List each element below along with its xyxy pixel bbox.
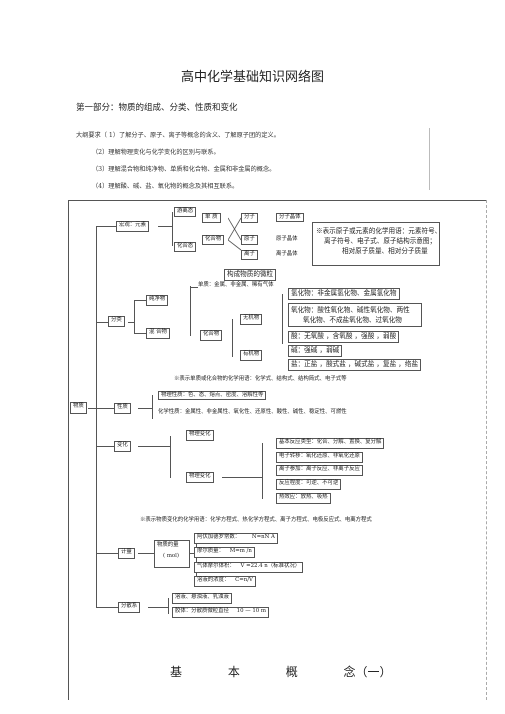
node-concentration: 溶液的浓度： C=n/V xyxy=(194,576,256,587)
gas-volume-formula: V =22.4 n（标准状况） xyxy=(240,563,301,569)
node-class-compound: 化合物 xyxy=(200,330,223,341)
molar-mass-formula: M=m /n xyxy=(229,548,252,554)
node-acid: 酸：无氧酸 ，含氧酸 ，强酸 ，弱酸 xyxy=(288,331,400,343)
footer-char-3: 概 xyxy=(285,665,298,679)
requirement-2: （2）理解物理变化与化学变化的区别与联系。 xyxy=(92,149,220,156)
node-pure-substance: 纯净物 xyxy=(146,295,169,306)
node-molecule: 分子 xyxy=(241,213,258,223)
node-change: 变化 xyxy=(114,441,131,452)
footer-char-2: 本 xyxy=(227,665,240,679)
note-line-3: 相对原子质量、相对分子质量 xyxy=(342,247,428,255)
concentration-label: 溶液的浓度： xyxy=(197,577,230,583)
node-combined-state: 化合态 xyxy=(174,242,197,252)
note-element-terms: ※表示原子或元素的化学用语：元素符号、 离子符号、电子式、原子结构示意图； 相对… xyxy=(312,222,442,266)
frame-right-dash xyxy=(486,200,488,700)
node-electron-transfer: 电子转移：氧化还原、非氧化还原 xyxy=(276,452,363,463)
node-amount-of-substance: 物质的量 ( mol) xyxy=(154,540,190,568)
amount-label: 物质的量 xyxy=(157,542,179,548)
node-atom: 原子 xyxy=(241,235,258,245)
oxide-line-1: 氧化物：酸性氧化物、碱性氧化物、两性 xyxy=(291,306,410,314)
node-oxide: 氧化物：酸性氧化物、碱性氧化物、两性 氧化物、不成盐氧化物、过氧化物 xyxy=(288,303,422,327)
node-physical-property: 物理性质：色、态、熔点、密度、溶解性等 xyxy=(158,391,267,401)
node-ionic-reaction: 离子参加：离子反应、非离子反应 xyxy=(276,465,363,476)
node-chemical-property: 化学性质：金属性、非金属性、氧化性、还原性、酸性、碱性、稳定性、可燃性 xyxy=(158,409,347,415)
node-dispersion: 分散系 xyxy=(118,602,141,613)
footer-char-4: 念（一） xyxy=(343,665,392,679)
note-line-1: ※表示原子或元素的化学用语：元素符号、 xyxy=(316,227,442,235)
node-property: 性质 xyxy=(114,403,131,414)
node-salt: 盐：正盐 ，酸式盐 ，碱式盐 ，复盐 ，络盐 xyxy=(288,359,422,371)
requirement-1: 大纲要求（ 1）了解分子、原子、离子等概念的含义、了解原子团的定义。 xyxy=(76,132,280,139)
node-macro-element: 宏观：元素 xyxy=(116,221,149,232)
footer-char-1: 基 xyxy=(170,665,183,679)
node-base: 碱：强碱 ，弱碱 xyxy=(288,345,343,357)
amount-unit: ( mol) xyxy=(163,553,180,560)
node-micro-particles: 构成物质的微粒 xyxy=(224,269,277,281)
node-colloid: 胶体：分散质微粒直径 10 — 10 m xyxy=(172,607,270,618)
node-hydride: 氢化物：非金属氢化物、金属氢化物 xyxy=(288,288,400,300)
node-free-state: 游离态 xyxy=(174,207,197,217)
node-reaction-types: 基本反应类型：化合、分解、置换、复分解 xyxy=(276,438,385,449)
avogadro-formula: N=nN A xyxy=(251,534,275,540)
node-molar-mass: 摩尔质量： M=m /n xyxy=(194,547,255,558)
side-rule xyxy=(429,128,430,190)
node-classification: 分类 xyxy=(108,316,125,327)
node-measurement: 计量 xyxy=(118,548,135,559)
gas-volume-label: 气体摩尔体积： xyxy=(197,563,235,569)
requirement-4: （4）理解酸、碱、盐、氧化物的概念及其相互联系。 xyxy=(92,183,239,190)
colloid-label: 胶体：分散质微粒直径 xyxy=(175,608,229,614)
node-reaction-degree: 反应程度：可逆、不可逆 xyxy=(276,479,342,490)
footer-heading: 基 本 概 念（一） xyxy=(170,663,434,680)
node-chemical-change: 物理变化 xyxy=(186,472,214,483)
node-compound: 化合物 xyxy=(202,235,225,245)
node-root: 物质 xyxy=(70,402,87,414)
node-gas-molar-volume: 气体摩尔体积： V =22.4 n（标准状况） xyxy=(194,562,304,573)
colloid-range: 10 — 10 m xyxy=(236,608,267,614)
note-equation-terms: ※表示物质变化的化学用语：化学方程式、热化学方程式、离子方程式、电极反应式、电离… xyxy=(140,517,372,523)
node-avogadro: 阿伏加德罗常数： N=nN A xyxy=(194,533,278,544)
node-ionic-crystal: 离子晶体 xyxy=(276,251,298,257)
avogadro-label: 阿伏加德罗常数： xyxy=(197,534,241,540)
node-mixture: 混 合物 xyxy=(146,328,170,339)
oxide-line-2: 氧化物、不成盐氧化物、过氧化物 xyxy=(303,316,402,324)
node-solutions: 溶液、悬浊液、乳浊液 xyxy=(172,593,232,604)
concept-map-frame xyxy=(68,200,486,700)
node-heat-effect: 热效应：放热、吸热 xyxy=(276,493,331,504)
note-formula-terms: ※表示单质或化合物的化学用语：化学式、结构式、结构简式、电子式等 xyxy=(174,376,347,382)
requirement-3: （3）理解混合物和纯净物、单质和化合物、金属和非金属的概念。 xyxy=(92,166,276,173)
molar-mass-label: 摩尔质量： xyxy=(197,548,224,554)
node-organic: 有机物 xyxy=(240,350,263,361)
part-heading: 第一部分：物质的组成、分类、性质和变化 xyxy=(76,103,238,113)
node-simple-substance: 单 质 xyxy=(202,213,221,223)
cross-links xyxy=(228,217,242,251)
node-ion: 离子 xyxy=(241,250,258,260)
page-title: 高中化学基础知识网络图 xyxy=(180,70,324,85)
trunk-line xyxy=(96,226,97,608)
note-line-2: 离子符号、电子式、原子结构示意图； xyxy=(324,237,437,245)
node-physical-change: 物理变化 xyxy=(186,430,214,441)
node-atomic-crystal: 原子晶体 xyxy=(276,236,298,242)
node-elements: 单质：金属、非金属、稀有气体 xyxy=(198,282,274,288)
concentration-formula: C=n/V xyxy=(235,577,253,583)
node-inorganic: 无机物 xyxy=(240,314,263,325)
node-molecular-crystal: 分子晶体 xyxy=(276,213,304,223)
